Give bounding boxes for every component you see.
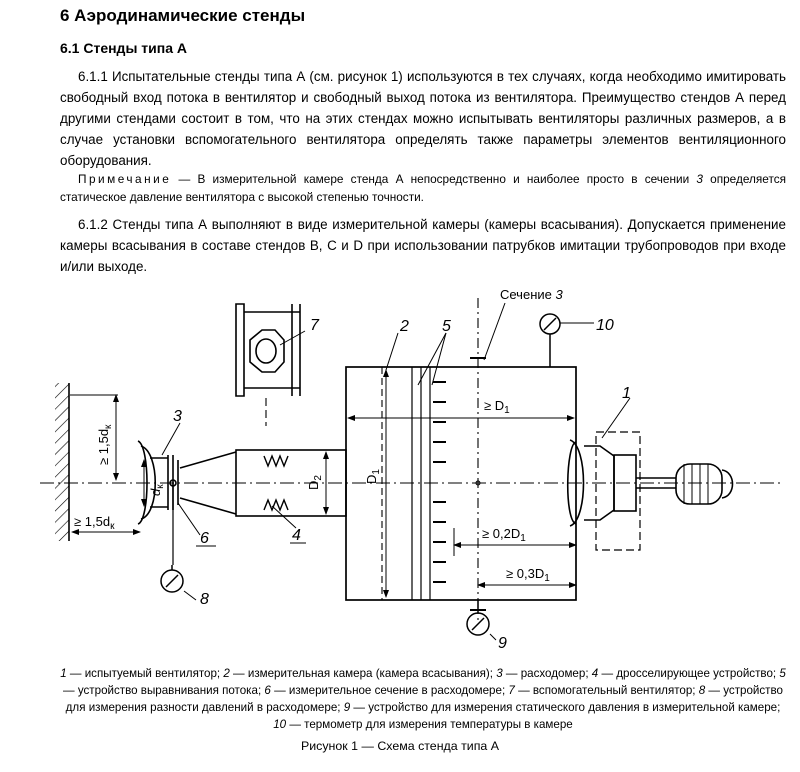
callout-8: 8 [200, 591, 209, 608]
note-text-end: определяется статическое давление вентил… [60, 172, 786, 204]
caption-text-9: — устройство для измерения статического … [350, 701, 781, 714]
caption-num-10: 10 [273, 718, 287, 731]
note-text: — В измерительной камере стенда А непоср… [171, 172, 697, 186]
caption-text-1: — испытуемый вентилятор; [66, 667, 224, 680]
tested-fan [566, 431, 734, 551]
dim-dk: dк [148, 484, 166, 496]
caption-text-3: — расходомер; [502, 667, 592, 680]
caption-num-9: 9 [343, 701, 351, 714]
caption-text-6: — измерительное сечение в расходомере; [270, 684, 509, 697]
caption-text-7: — вспомогательный вентилятор; [514, 684, 699, 697]
dim-02d1: ≥ 0,2D1 [482, 526, 526, 544]
paragraph-6-1-1: 6.1.1 Испытательные стенды типа А (см. р… [60, 69, 786, 168]
section-title: 6 Аэродинамические стенды [60, 6, 306, 25]
thermometer-gauge-10 [539, 313, 561, 367]
paragraph-6-1-2: 6.1.2 Стенды типа А выполняют в виде изм… [60, 217, 786, 274]
callout-9: 9 [498, 635, 507, 652]
note: Примечание — В измерительной камере стен… [60, 170, 786, 206]
caption-num-4: 4 [591, 667, 599, 680]
dim-d1-top: ≥ D1 [484, 398, 510, 416]
caption-text-5: — устройство выравнивания потока; [63, 684, 265, 697]
flowmeter [137, 440, 179, 565]
callout-3: 3 [173, 408, 182, 425]
dimension-lines [70, 302, 631, 641]
caption-num-1: 1 [60, 667, 67, 680]
callout-1: 1 [622, 385, 631, 402]
figure-caption: 1 — испытуемый вентилятор; 2 — измерител… [60, 665, 786, 733]
figure-title: Рисунок 1 — Схема стенда типа А [300, 739, 500, 753]
pressure-gauge-8 [160, 565, 184, 593]
caption-text-10: — термометр для измерения температуры в … [286, 718, 573, 731]
callout-10: 10 [596, 317, 614, 334]
wall [55, 383, 70, 541]
callout-6: 6 [200, 530, 209, 547]
caption-text-2: — измерительная камера (камера всасывани… [229, 667, 497, 680]
callout-2: 2 [399, 318, 409, 335]
callout-5: 5 [442, 318, 451, 335]
dim-15dk-horizontal: ≥ 1,5dк [74, 514, 115, 532]
note-label: Примечание [78, 172, 172, 186]
caption-num-8: 8 [698, 684, 706, 697]
callout-7: 7 [310, 317, 320, 334]
caption-num-5: 5 [779, 667, 786, 680]
note-section-number: 3 [696, 172, 703, 186]
pressure-gauge-9 [466, 600, 490, 636]
caption-text-4: — дросселирующее устройство; [598, 667, 780, 680]
auxiliary-fan [235, 303, 301, 426]
caption-num-6: 6 [264, 684, 271, 697]
caption-text-8: — устройство для измерения разности давл… [65, 684, 783, 714]
dim-15dk-vertical: ≥ 1,5dк [96, 424, 114, 465]
dim-d2: D2 [306, 475, 324, 490]
caption-num-2: 2 [223, 667, 230, 680]
dim-d1-vertical: D1 [364, 469, 382, 484]
callout-4: 4 [292, 527, 301, 544]
subsection-title: 6.1 Стенды типа А [60, 40, 187, 56]
measuring-chamber [345, 366, 577, 601]
dim-03d1: ≥ 0,3D1 [506, 566, 550, 584]
caption-num-3: 3 [496, 667, 503, 680]
section-label: Сечение 3 [500, 287, 564, 302]
flow-straightener [433, 381, 446, 583]
caption-num-7: 7 [508, 684, 515, 697]
